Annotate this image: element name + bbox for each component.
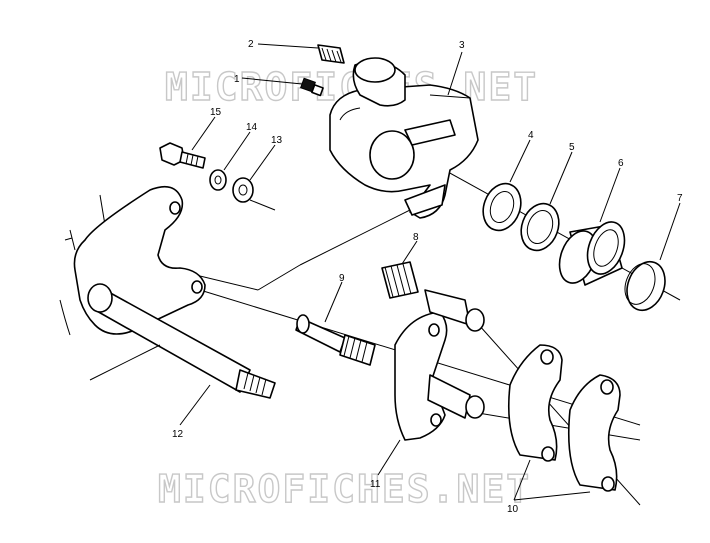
part-3-caliper-body bbox=[329, 57, 479, 219]
callout-6: 6 bbox=[618, 158, 624, 169]
callout-10: 10 bbox=[507, 504, 519, 515]
part-6-piston bbox=[558, 221, 626, 286]
callout-15: 15 bbox=[210, 107, 222, 118]
callout-8: 8 bbox=[413, 232, 419, 243]
part-1-fitting bbox=[300, 77, 324, 97]
callout-1: 1 bbox=[234, 74, 240, 85]
part-4-seal-ring bbox=[482, 182, 522, 232]
callout-14: 14 bbox=[246, 122, 258, 133]
callout-12: 12 bbox=[172, 429, 184, 440]
callout-3: 3 bbox=[459, 40, 465, 51]
part-7-cap bbox=[624, 260, 666, 312]
part-12-bracket-axle bbox=[59, 185, 276, 399]
callout-5: 5 bbox=[569, 142, 575, 153]
part-8-spring bbox=[381, 261, 419, 299]
callout-9: 9 bbox=[339, 273, 345, 284]
callout-labels: 2 1 3 4 5 6 7 8 9 10 11 12 13 14 15 bbox=[172, 39, 683, 515]
callout-11: 11 bbox=[370, 479, 381, 490]
callout-7: 7 bbox=[677, 193, 683, 204]
part-14-washer bbox=[209, 169, 227, 191]
part-10-brake-pads bbox=[507, 344, 621, 492]
part-15-bolt bbox=[159, 142, 206, 169]
watermark-bottom: MICROFICHES.NET bbox=[158, 467, 531, 511]
part-9-pin bbox=[295, 314, 376, 366]
part-11-caliper-bracket bbox=[394, 289, 485, 441]
leader-lines bbox=[179, 43, 681, 501]
part-2-bleed-screw bbox=[317, 44, 345, 64]
callout-13: 13 bbox=[271, 135, 283, 146]
part-13-washer bbox=[232, 177, 254, 203]
callout-2: 2 bbox=[248, 39, 254, 50]
callout-4: 4 bbox=[528, 130, 534, 141]
part-5-dust-seal bbox=[520, 202, 560, 252]
